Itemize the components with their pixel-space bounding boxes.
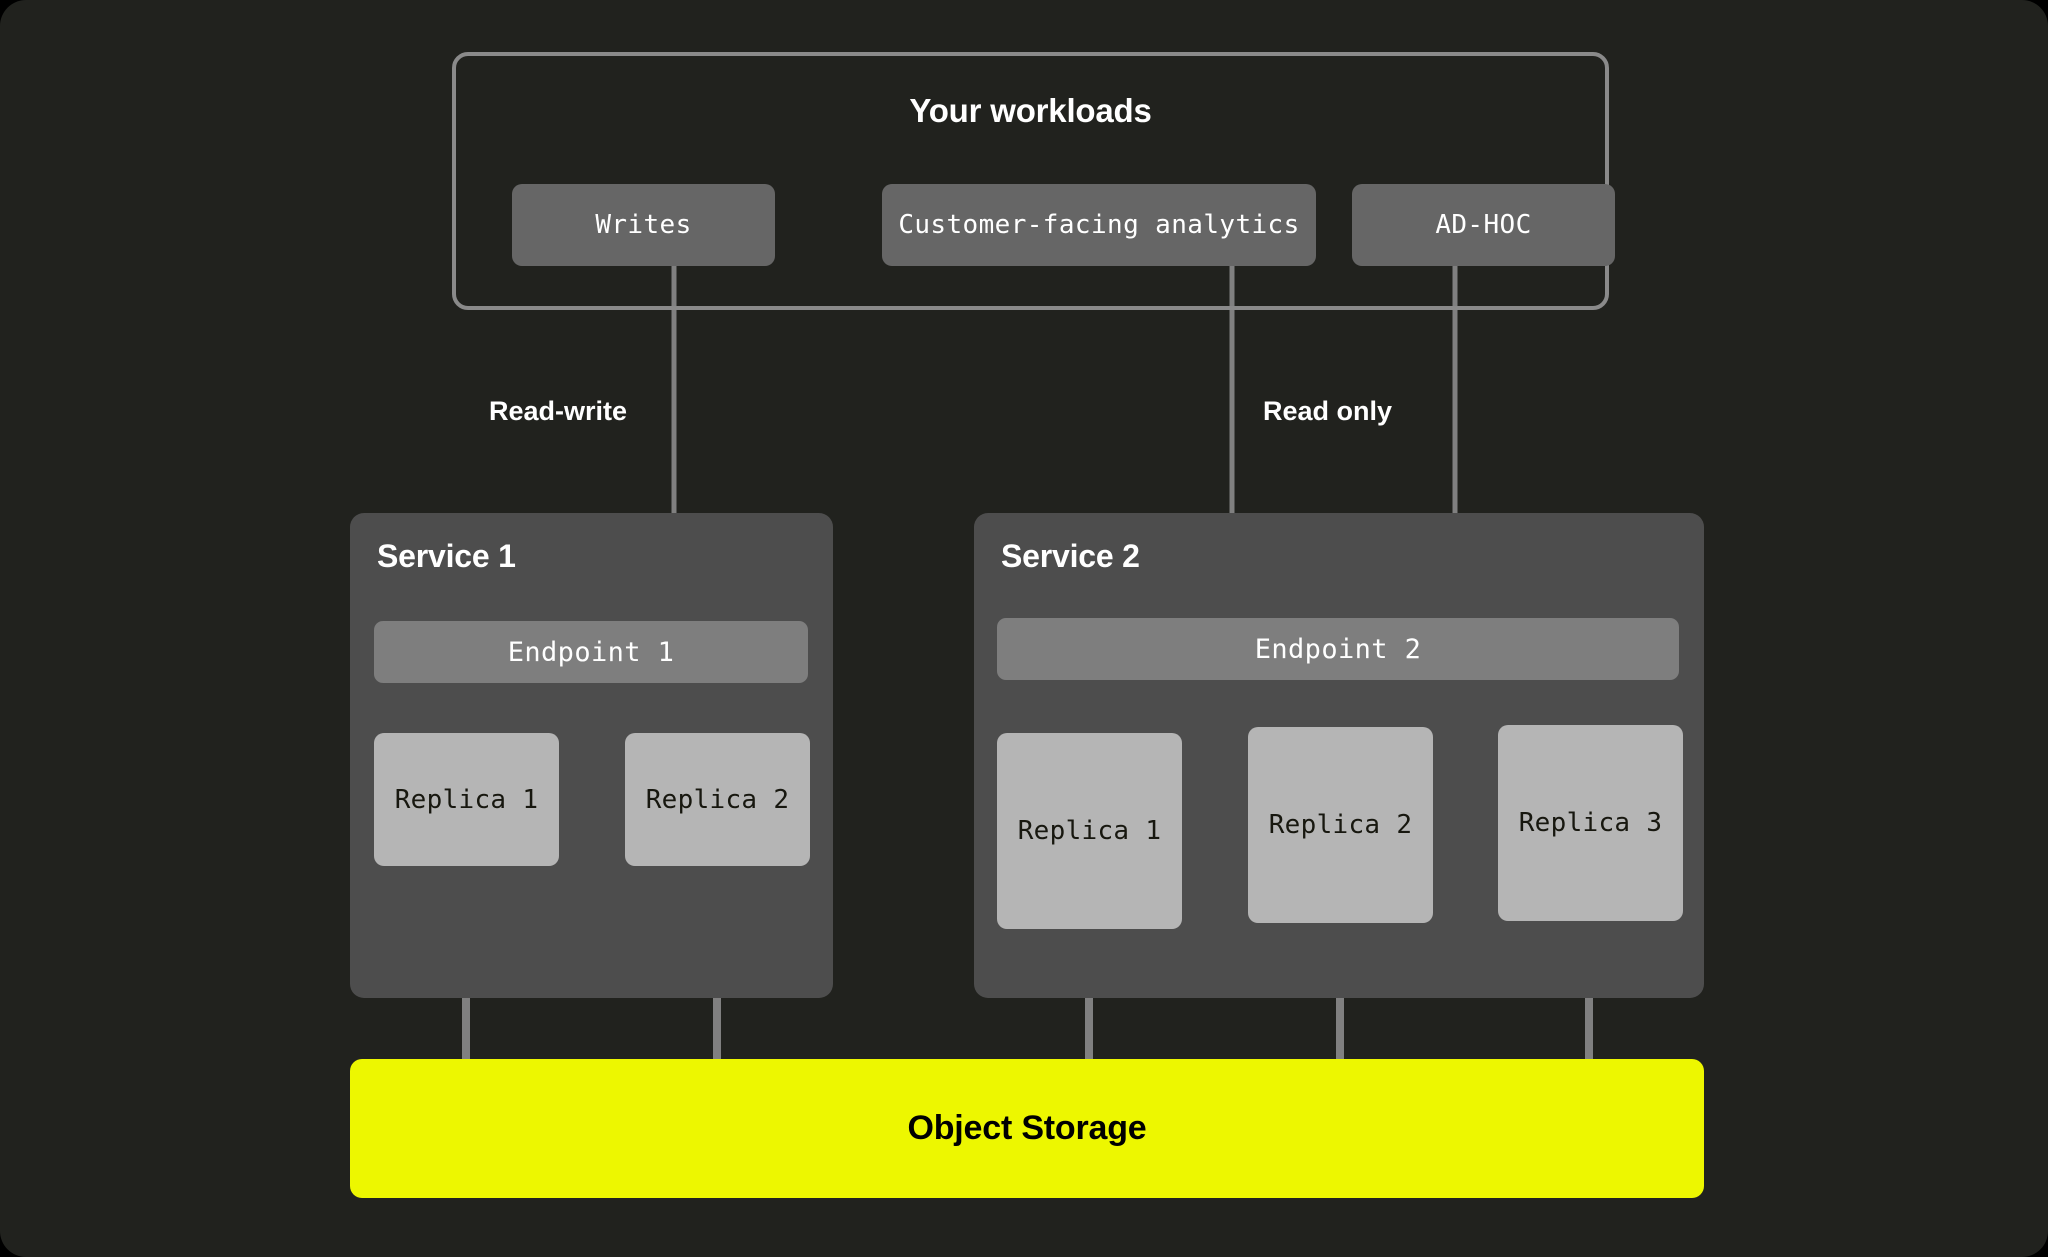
object-storage-bar[interactable]: Object Storage — [350, 1059, 1704, 1198]
flow-label-read-only: Read only — [1263, 396, 1393, 426]
workload-chip-ad-hoc[interactable]: AD-HOC — [1352, 184, 1615, 266]
service-1-replica-2[interactable]: Replica 2 — [625, 733, 810, 866]
service-2-replica-2[interactable]: Replica 2 — [1248, 727, 1433, 923]
workloads-panel-title: Your workloads — [909, 92, 1152, 129]
object-storage-label: Object Storage — [907, 1109, 1147, 1147]
workloads-panel: Your workloads Writes Customer-facing an… — [452, 52, 1615, 310]
endpoint-bar-1[interactable]: Endpoint 1 — [374, 621, 808, 683]
service-2-title: Service 2 — [1001, 538, 1140, 574]
workload-chip-group: Writes Customer-facing analytics AD-HOC — [484, 184, 1615, 266]
service-panel-1[interactable]: Service 1 Endpoint 1 Replica 1 Replica 2 — [350, 513, 833, 998]
service-1-replica-1[interactable]: Replica 1 — [374, 733, 559, 866]
endpoint-bar-2[interactable]: Endpoint 2 — [997, 618, 1679, 680]
service-2-replica-1[interactable]: Replica 1 — [997, 733, 1182, 929]
service-1-title: Service 1 — [377, 538, 516, 574]
workload-chip-writes[interactable]: Writes — [512, 184, 775, 266]
service-2-replica-3[interactable]: Replica 3 — [1498, 725, 1683, 921]
flow-label-read-write: Read-write — [489, 396, 628, 426]
workload-chip-customer-facing-analytics[interactable]: Customer-facing analytics — [882, 184, 1316, 266]
service-panel-2[interactable]: Service 2 Endpoint 2 Replica 1 Replica 2… — [974, 513, 1704, 998]
